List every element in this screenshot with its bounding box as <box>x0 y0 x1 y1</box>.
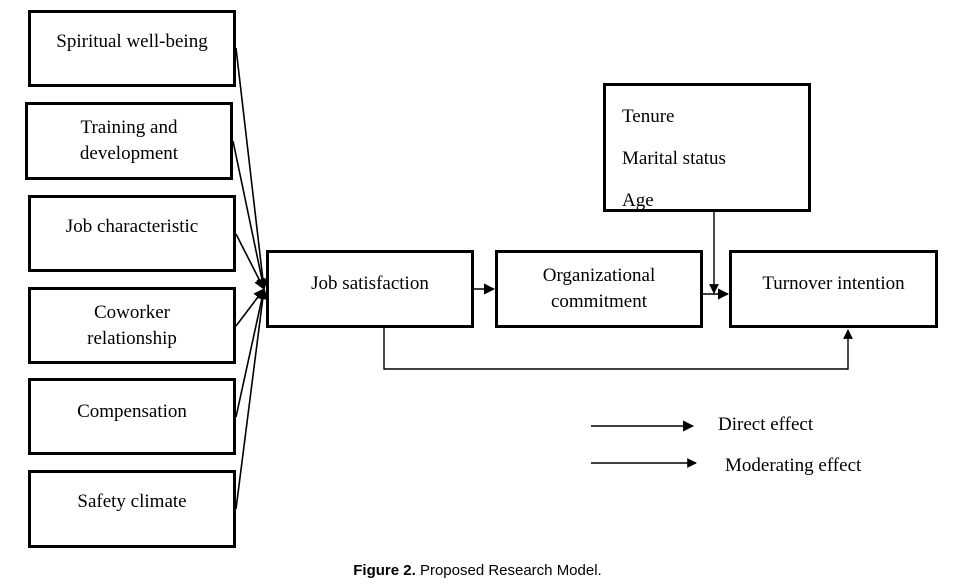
legend-direct-label: Direct effect <box>718 414 814 435</box>
moderator-tenure: Tenure <box>622 106 675 127</box>
box-label: Turnover intention <box>762 273 905 294</box>
box-label: Job satisfaction <box>311 273 429 294</box>
box-coworker-relationship: Coworker relationship <box>28 287 236 364</box>
box-label-line-1: Training and <box>80 117 178 138</box>
legend-moderating-label: Moderating effect <box>725 455 862 476</box>
box-training-and-development: Training and development <box>25 102 233 180</box>
moderator-age: Age <box>622 190 654 211</box>
box-label: Safety climate <box>77 491 187 512</box>
box-safety-climate: Safety climate <box>28 470 236 548</box>
caption-label: Figure 2. <box>353 562 416 579</box>
box-label-line-2: relationship <box>87 327 177 349</box>
box-label-line-2: commitment <box>550 291 648 312</box>
arrow-jobchar-to-jobsat <box>235 233 265 290</box>
box-label-line-1: Coworker <box>94 301 170 323</box>
box-turnover-intention: Turnover intention <box>729 250 938 328</box>
arrow-compensation-to-jobsat <box>235 287 268 418</box>
box-label-line-2: development <box>79 143 179 164</box>
arrow-spiritual-to-jobsat <box>235 47 269 291</box>
arrow-training-to-jobsat <box>232 140 268 291</box>
moderator-marital-status: Marital status <box>622 148 726 169</box>
arrow-jobsat-to-turnover <box>383 328 853 370</box>
box-moderators: Tenure Marital status Age <box>603 83 811 212</box>
caption-text: Proposed Research Model. <box>415 562 602 579</box>
box-label: Spiritual well-being <box>56 31 208 52</box>
box-label: Job characteristic <box>65 216 199 237</box>
box-organizational-commitment: Organizational commitment <box>495 250 703 328</box>
box-spiritual-well-being: Spiritual well-being <box>28 10 236 87</box>
box-label: Compensation <box>77 401 187 422</box>
arrow-safety-to-jobsat <box>235 287 269 510</box>
box-job-satisfaction: Job satisfaction <box>266 250 474 328</box>
box-label-line-1: Organizational <box>542 265 656 286</box>
box-job-characteristic: Job characteristic <box>28 195 236 272</box>
box-compensation: Compensation <box>28 378 236 455</box>
figure-caption: Figure 2. Proposed Research Model. <box>0 561 955 581</box>
